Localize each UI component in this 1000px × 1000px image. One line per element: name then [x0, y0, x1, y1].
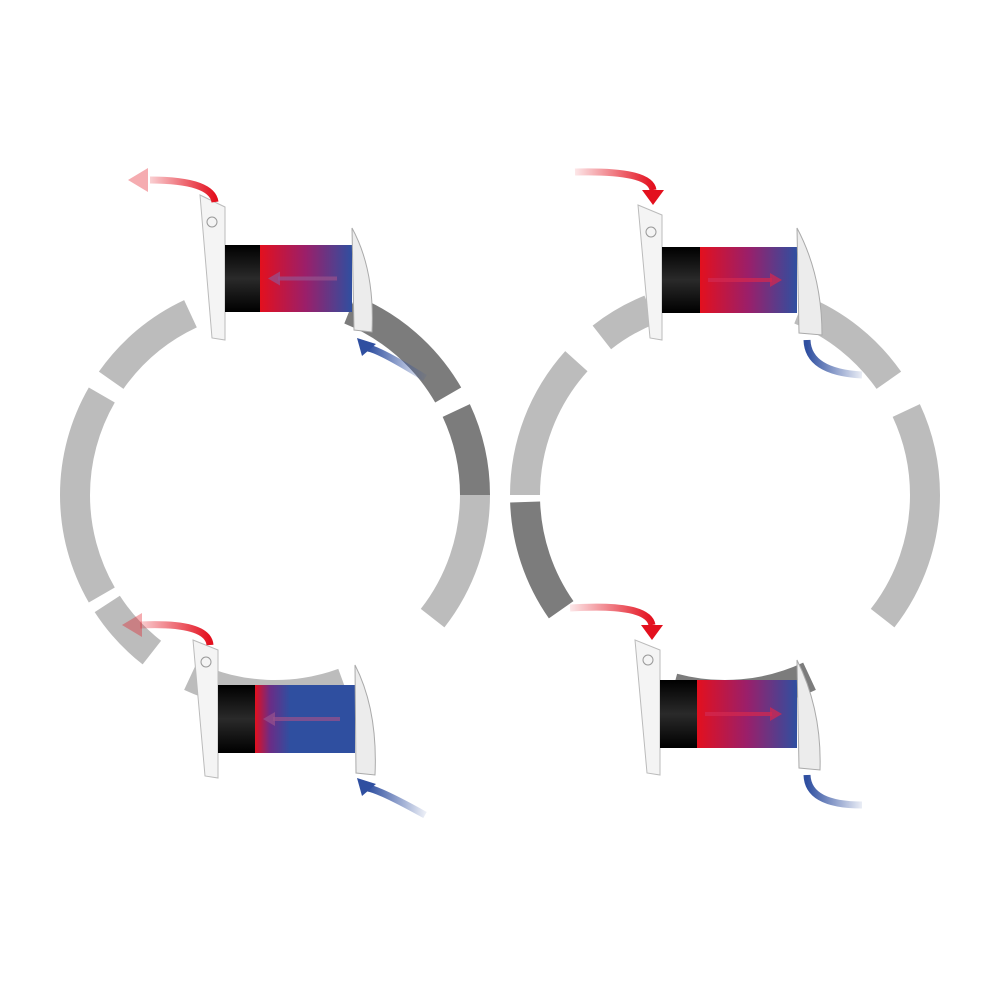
warm-air-flow: [569, 603, 656, 627]
arc-segment: [442, 404, 490, 495]
power-button-icon: [206, 216, 218, 228]
power-button-icon: [645, 226, 657, 238]
arc-segment: [420, 495, 490, 628]
airflow-arrow-shaft: [278, 276, 337, 281]
power-button-icon: [642, 654, 654, 666]
arc-segment: [510, 351, 588, 495]
ceramic-core: [218, 685, 255, 753]
indoor-panel: [192, 639, 219, 779]
airflow-arrow-right-icon: [770, 707, 782, 721]
cold-air-flow: [803, 339, 863, 379]
arc-segment: [60, 387, 115, 603]
ventilation-unit-bottom-left: [122, 613, 427, 819]
ventilation-units: [122, 168, 863, 819]
warm-air-arrow-icon: [641, 625, 663, 640]
ventilation-unit-top-left: [128, 168, 427, 381]
warm-air-arrow-icon: [642, 190, 664, 205]
indoor-panel: [634, 639, 661, 776]
outdoor-hood: [796, 227, 823, 336]
warm-air-flow: [139, 621, 214, 646]
arc-segment: [870, 495, 940, 628]
arc-segment: [98, 300, 197, 389]
ceramic-core: [662, 247, 700, 313]
arc-segment: [510, 501, 574, 619]
ventilation-unit-bottom-right: [569, 603, 863, 809]
cold-air-flow: [367, 784, 427, 819]
ceramic-core: [660, 680, 697, 748]
arc-segment: [94, 595, 162, 665]
airflow-arrow-shaft: [705, 712, 772, 716]
airflow-arrow-shaft: [273, 717, 340, 721]
arc-segment: [592, 295, 656, 350]
ventilation-unit-top-right: [574, 168, 863, 379]
airflow-circles: [60, 295, 940, 710]
indoor-panel: [637, 204, 663, 341]
airflow-arrow-left-icon: [263, 712, 275, 726]
ceramic-core: [225, 245, 260, 312]
arc-segment: [344, 295, 462, 403]
outdoor-hood: [796, 659, 821, 771]
arc-segment: [892, 404, 940, 495]
airflow-arrow-left-icon: [268, 271, 280, 286]
warm-air-flow: [149, 176, 219, 203]
cold-air-flow: [803, 774, 863, 809]
outdoor-hood: [351, 227, 373, 333]
power-button-icon: [200, 656, 212, 668]
warm-air-arrow-icon: [128, 168, 148, 192]
indoor-panel: [199, 194, 226, 341]
cold-air-arrow-icon: [357, 778, 376, 796]
warm-air-flow: [574, 168, 657, 192]
warm-air-arrow-icon: [122, 613, 142, 637]
airflow-arrow-right-icon: [770, 273, 782, 287]
cold-air-arrow-icon: [357, 338, 376, 356]
outdoor-hood: [354, 664, 376, 776]
airflow-arrow-shaft: [708, 278, 772, 282]
